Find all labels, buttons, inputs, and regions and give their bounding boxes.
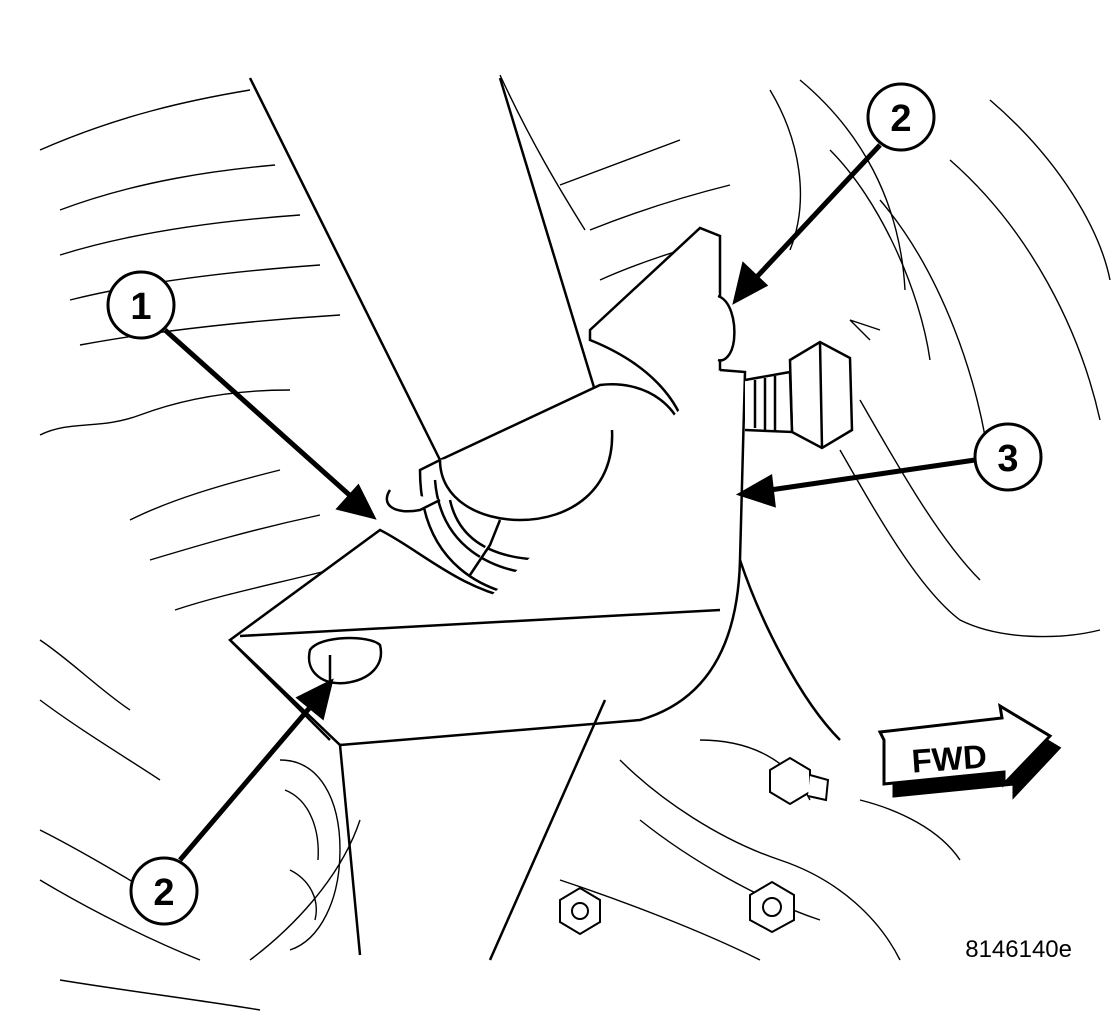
fwd-arrow: FWD xyxy=(877,703,1062,800)
leader-arrows xyxy=(163,143,976,862)
stabilizer-bar xyxy=(248,77,612,461)
arrowhead-1 xyxy=(335,483,377,520)
arrowhead-2-upper xyxy=(732,261,769,305)
callout-2-upper-label: 2 xyxy=(890,98,911,140)
mounting-bolt-lower xyxy=(307,636,383,685)
callout-1-label: 1 xyxy=(130,286,151,328)
bracket-nut xyxy=(744,340,854,450)
fwd-label: FWD xyxy=(910,737,988,779)
retaining-bracket xyxy=(228,226,747,747)
leader-arrow-3 xyxy=(769,457,976,493)
bar-end xyxy=(438,429,614,522)
lower-arm xyxy=(338,559,841,961)
leader-arrow-1 xyxy=(163,328,357,502)
callout-1: 1 xyxy=(106,270,176,340)
callout-2-lower: 2 xyxy=(129,856,199,926)
figure-id: 8146140e xyxy=(965,936,1072,963)
leader-arrow-2-upper xyxy=(750,143,882,284)
leader-arrow-2-lower xyxy=(178,703,314,862)
background-bolts xyxy=(559,756,830,936)
mounting-bolt-upper xyxy=(717,294,736,362)
callout-3: 3 xyxy=(973,422,1043,492)
arrowhead-3 xyxy=(735,473,776,508)
callout-3-label: 3 xyxy=(997,438,1018,480)
callout-2-upper: 2 xyxy=(866,82,936,152)
arrowhead-2-lower xyxy=(295,678,334,721)
callout-2-lower-label: 2 xyxy=(153,872,174,914)
